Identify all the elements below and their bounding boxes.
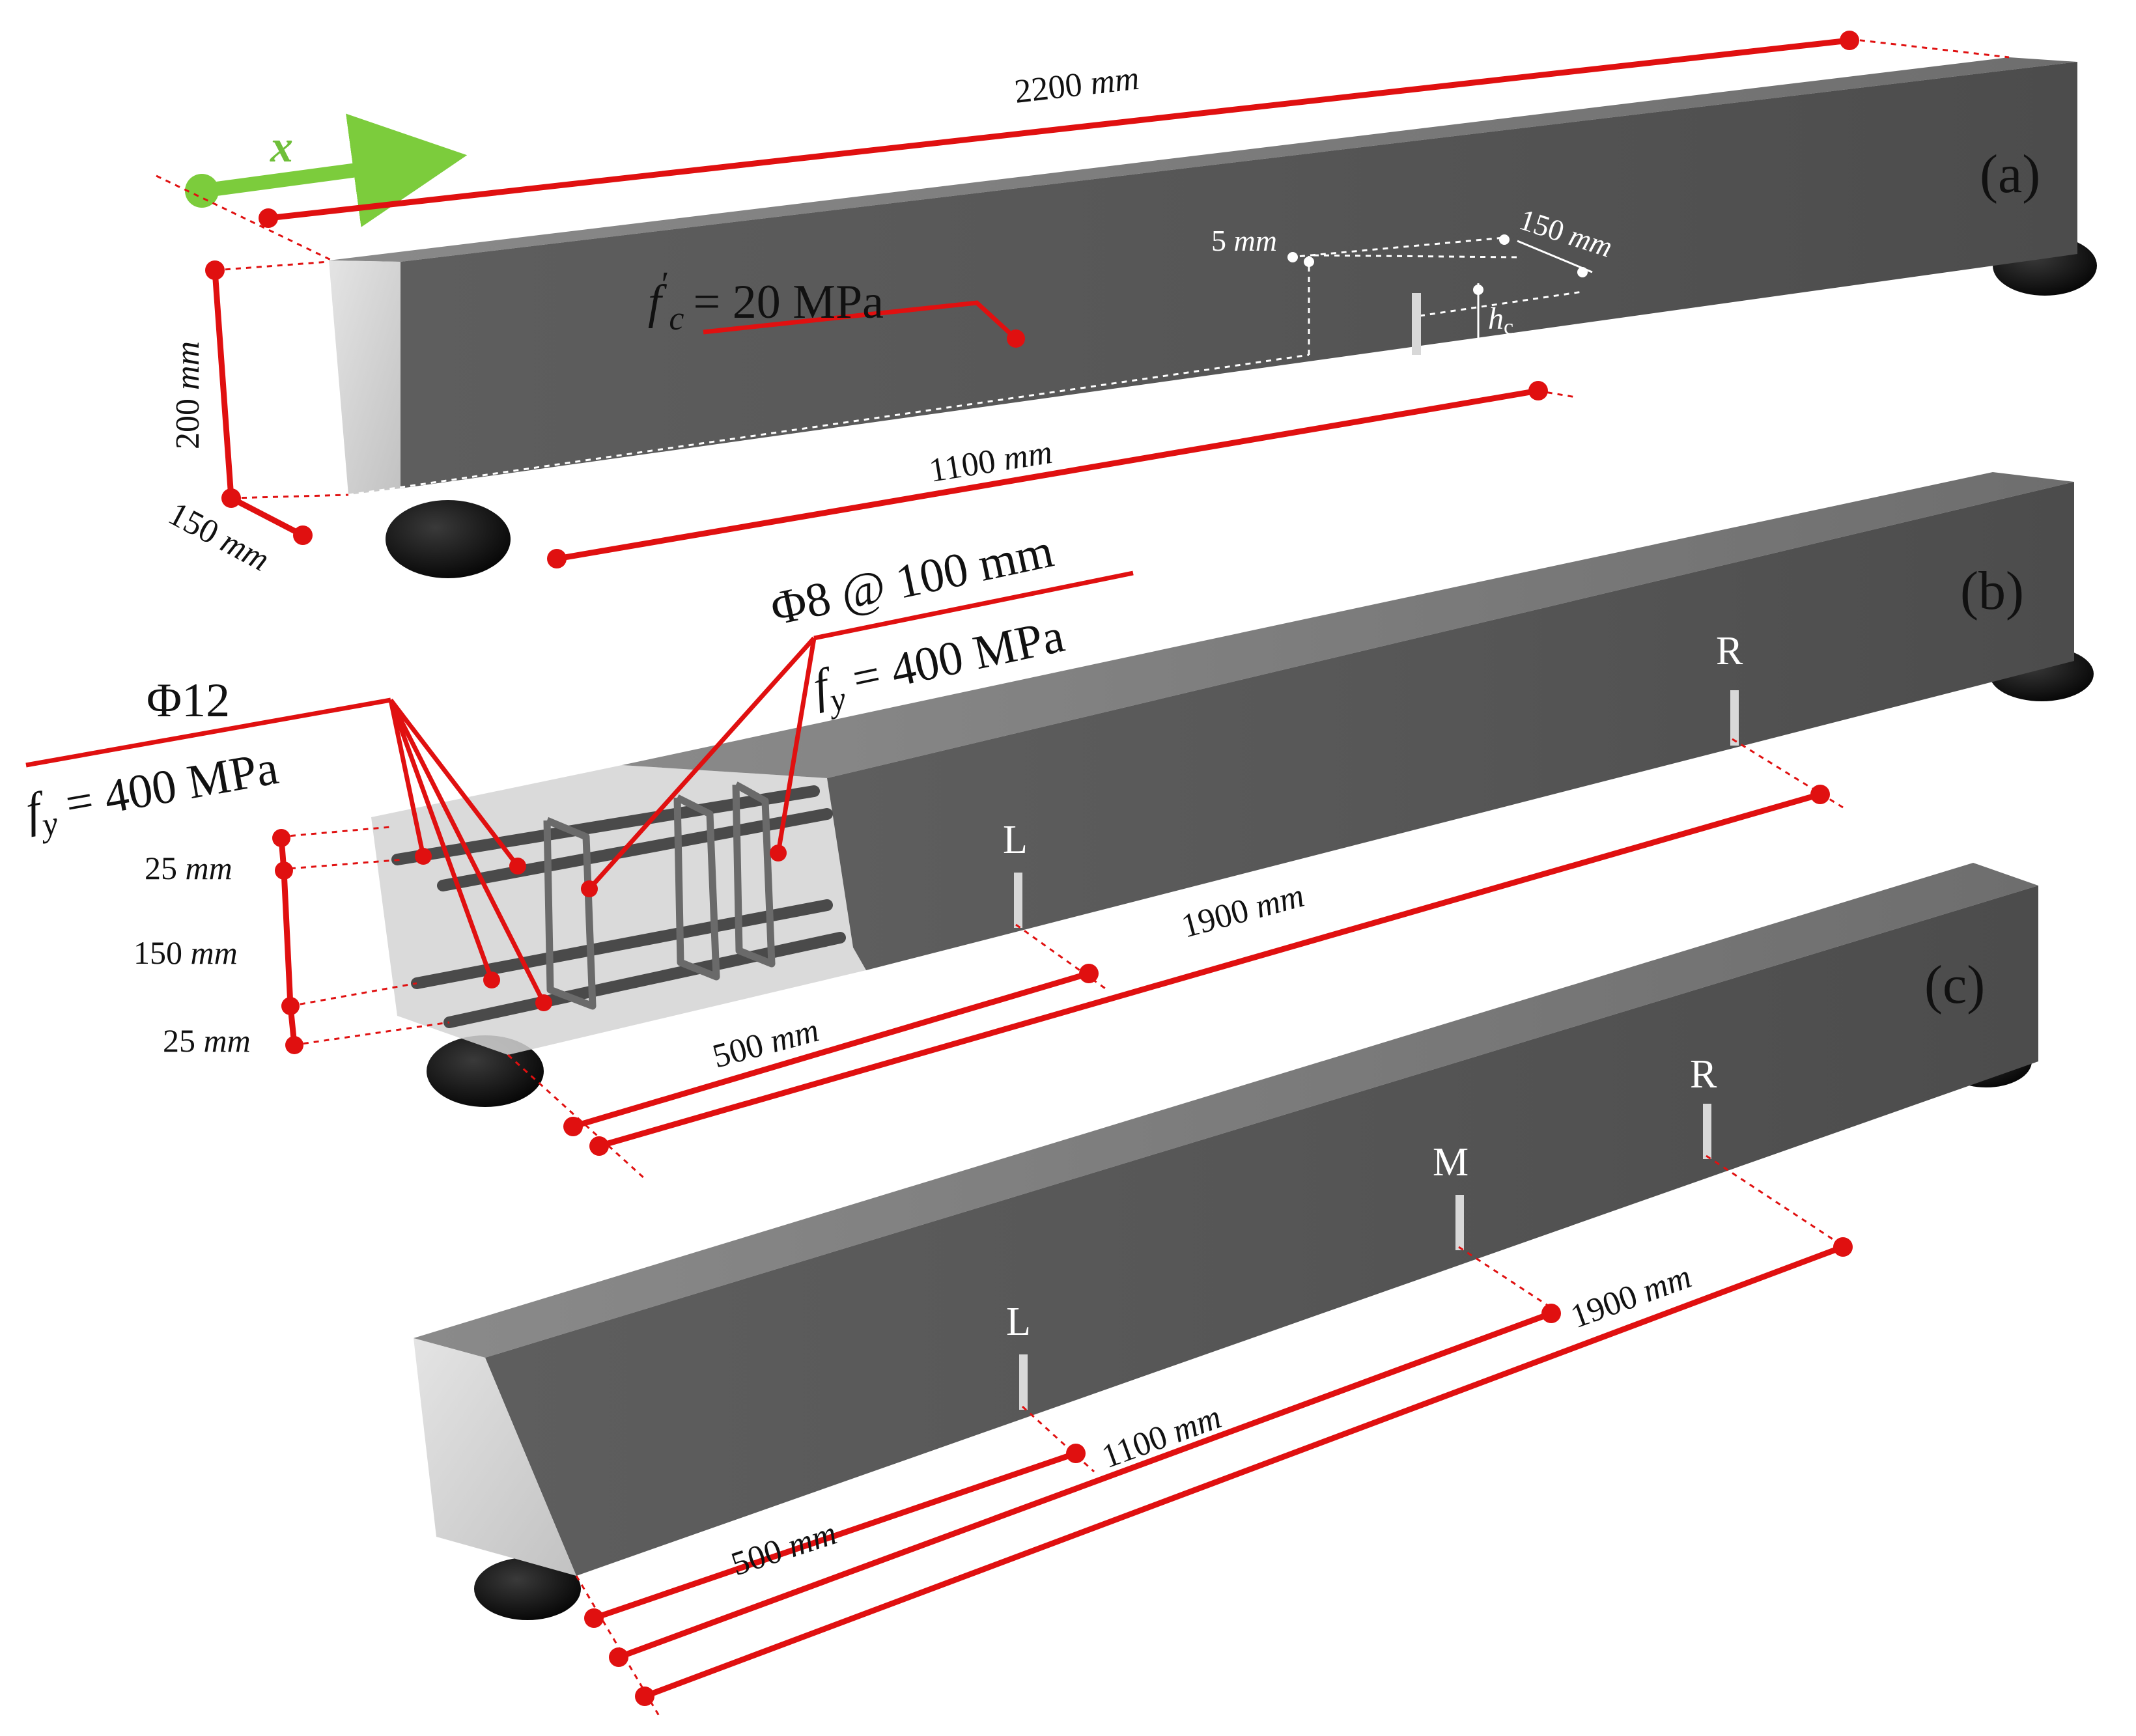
x-axis-label: x — [270, 122, 293, 172]
beam-a-top-face — [329, 57, 2077, 262]
crack-label-L-b: L — [1003, 818, 1028, 862]
crack-label-R-c: R — [1690, 1052, 1717, 1097]
phi12-label: Φ12 — [147, 674, 230, 727]
notch-a — [1412, 293, 1421, 355]
fc-label: f′c= 20 MPa — [648, 264, 884, 337]
dim-label-1100-a: 1100 mm — [927, 434, 1055, 490]
crack-R-c — [1703, 1104, 1711, 1159]
beam-b-top-face — [622, 472, 2074, 778]
dim-label-150-width: 150 mm — [162, 495, 275, 578]
dim-label-500-c: 500 mm — [727, 1515, 841, 1584]
dim-line-1100-a — [554, 387, 1541, 562]
beam-a-front-face — [400, 62, 2077, 488]
crack-label-M-c: M — [1433, 1140, 1468, 1184]
beam-c-top-face — [414, 863, 2038, 1358]
dim-label-cover-bottom: 25 mm — [163, 1022, 251, 1059]
panel-c: L M R 500 mm 1100 mm 1900 mm (c) — [414, 863, 2038, 1720]
panel-label-b: (b) — [1960, 561, 2024, 621]
panel-label-c: (c) — [1924, 955, 1985, 1015]
crack-R-b — [1730, 690, 1739, 746]
crack-L-c — [1019, 1354, 1028, 1410]
dim-label-bar-spacing: 150 mm — [134, 934, 238, 971]
dim-line-1900-b — [596, 791, 1823, 1149]
phi8-leader — [813, 570, 1134, 641]
dim-line-500-c — [591, 1450, 1079, 1621]
crack-M-c — [1455, 1195, 1464, 1250]
support-roller-left-a — [386, 500, 511, 578]
x-axis-origin — [185, 174, 219, 208]
beam-b-front-face — [827, 482, 2074, 970]
dim-label-500-b: 500 mm — [709, 1012, 822, 1076]
crack-L-b — [1014, 873, 1022, 928]
phi12-leader — [25, 697, 391, 768]
dim-label-2200: 2200 mm — [1013, 60, 1141, 111]
dim-line-cover-spacing — [278, 835, 298, 1048]
beam-c-end-face — [414, 1338, 576, 1576]
beam-a-end-face — [329, 260, 400, 495]
dim-label-1900-b: 1900 mm — [1177, 877, 1308, 945]
notch-width-label: 5 mm — [1211, 224, 1277, 257]
beam-c-front-face — [485, 886, 2038, 1576]
support-roller-left-c — [474, 1558, 581, 1620]
dim-line-1900-c — [641, 1244, 1846, 1700]
x-axis-arrow — [201, 113, 468, 227]
dim-line-1100-c — [615, 1310, 1554, 1660]
notch-depth-label: hc — [1488, 301, 1513, 339]
dim-label-200: 200 mm — [169, 341, 206, 449]
fc-leader — [703, 300, 1018, 341]
panel-a: x 2200 mm 200 mm 150 mm 1100 mm 5 mm 150… — [156, 31, 2097, 579]
dim-label-1100-c: 1100 mm — [1097, 1399, 1226, 1476]
dim-line-500-b — [570, 970, 1092, 1130]
dim-label-cover-top: 25 mm — [145, 850, 232, 886]
panel-label-a: (a) — [1980, 144, 2040, 204]
dim-line-2200 — [265, 37, 1853, 221]
crack-label-R-b: R — [1716, 629, 1743, 673]
crack-label-L-c: L — [1006, 1300, 1031, 1344]
